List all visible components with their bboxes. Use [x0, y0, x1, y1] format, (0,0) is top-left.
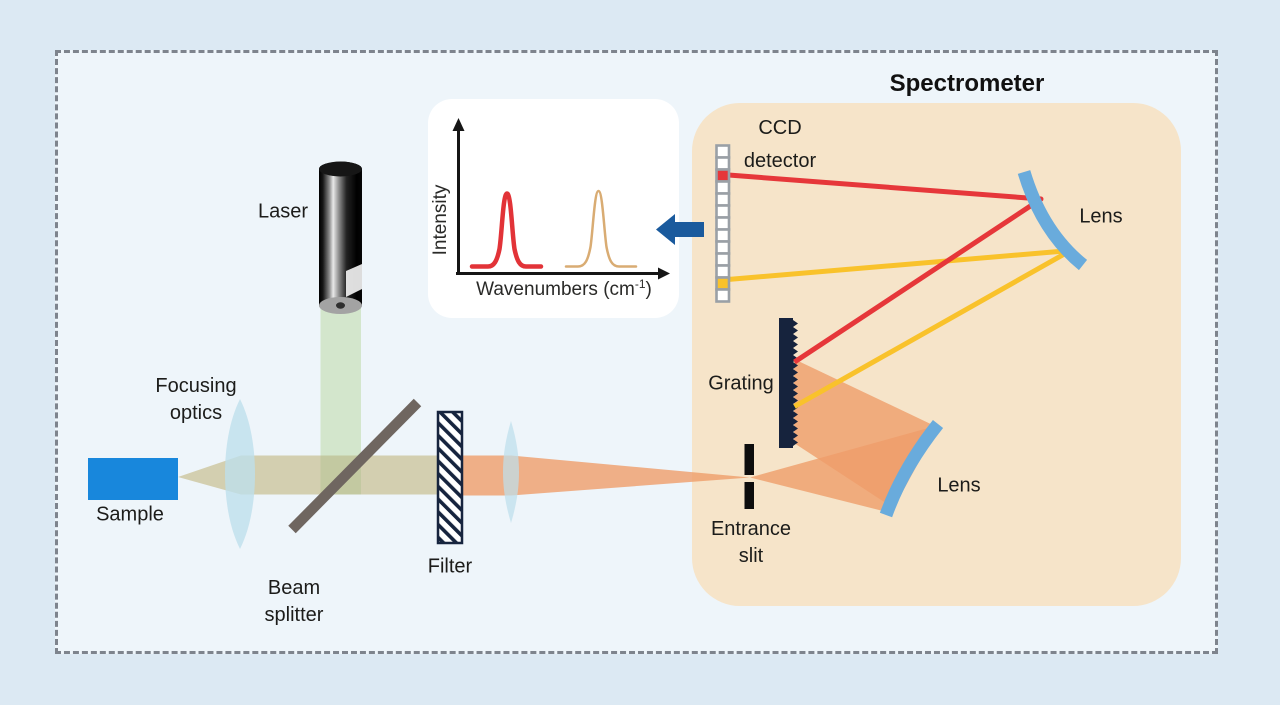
ccd-detector-label: CCD detector: [743, 117, 817, 172]
dispersed-beam-yellow: [721, 248, 1073, 409]
filter-icon: [436, 410, 464, 545]
red-peak-curve: [469, 191, 544, 269]
chart-xlabel: Wavenumbers (cm-1): [476, 276, 652, 301]
laser-label: Laser: [257, 200, 309, 223]
grating-icon: [779, 318, 798, 448]
y-axis-arrow: [452, 118, 465, 131]
grating-label: Grating: [708, 372, 774, 395]
ccd-cell-yellow: [715, 276, 731, 291]
filter-label: Filter: [427, 555, 473, 578]
spectrum-chart-panel: [428, 99, 679, 318]
entrance-slit-icon: [744, 444, 754, 509]
spectrometer-enclosure: [692, 103, 1181, 606]
chart-ylabel: Intensity: [430, 184, 451, 256]
x-axis-arrow: [658, 267, 670, 280]
beam-splitter-icon: [288, 398, 422, 534]
sample-label: Sample: [96, 503, 164, 526]
laser-icon: [319, 161, 362, 314]
entrance-slit-label: Entrance slit: [710, 518, 792, 567]
spectrometer-title: Spectrometer: [889, 70, 1045, 97]
left-arrow-icon: [656, 214, 704, 245]
laser-beam: [320, 308, 361, 458]
ccd-detector-icon: [715, 144, 731, 303]
filtered-beam-to-slit: [462, 455, 750, 496]
beam-splitter-label: Beam splitter: [264, 577, 324, 626]
dispersed-beam-red: [721, 172, 1044, 365]
lens-upper-label: Lens: [1079, 205, 1123, 228]
tan-peak-curve: [564, 189, 638, 268]
spectrum-chart: [452, 118, 670, 280]
focusing-optics-label: Focusing optics: [155, 375, 237, 424]
spectrometer-lens-lower-icon: [879, 419, 944, 518]
lens-lower-label: Lens: [937, 474, 981, 497]
focusing-optics-lens-icon: [225, 399, 255, 549]
relay-lens-icon: [503, 421, 519, 523]
sample-icon: [88, 458, 178, 500]
spectrometer-lens-upper-icon: [1017, 170, 1088, 271]
